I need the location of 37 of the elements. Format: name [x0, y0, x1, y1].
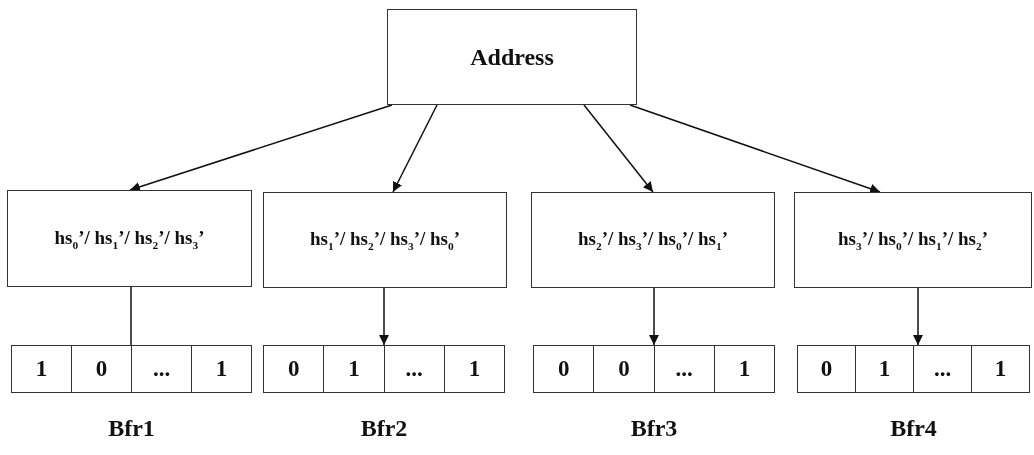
array-label: Bfr1 [108, 415, 155, 442]
bit-cell: 1 [713, 346, 774, 392]
bit-cell-text: 0 [286, 355, 301, 383]
arrow [379, 287, 389, 346]
hash-function-box: hs$_{1}$’/ hs$_{2}$’/ hs$_{3}$’/ hs$_{0}$’ [263, 192, 507, 288]
hash-function-box: hs$_{2}$’/ hs$_{3}$’/ hs$_{0}$’/ hs$_{1}$’ [531, 192, 775, 288]
bit-cell: ... [383, 346, 444, 392]
arrow [129, 104, 393, 192]
bit-cell-text: 0 [556, 355, 571, 383]
bit-cell-text: 0 [819, 355, 834, 383]
arrow [649, 287, 659, 346]
array-label: Bfr3 [630, 415, 678, 442]
bit-array [533, 345, 775, 393]
bit-cell: 0 [71, 346, 131, 392]
arrow [583, 104, 654, 193]
bit-cell: ... [913, 346, 971, 392]
arrow [392, 104, 438, 193]
array-label: Bfr2 [360, 415, 408, 442]
bit-cell: 1 [971, 346, 1029, 392]
connector-line [130, 286, 132, 346]
array-label: Bfr4 [890, 415, 937, 442]
hash-function-box: hs$_{3}$’/ hs$_{0}$’/ hs$_{1}$’/ hs$_{2}$’ [794, 192, 1032, 288]
input-box: Address [387, 9, 637, 105]
arrow [629, 104, 881, 194]
bit-cell: ... [131, 346, 191, 392]
bit-cell: 1 [855, 346, 913, 392]
bit-cell: ... [653, 346, 714, 392]
bit-cell: 0 [593, 346, 654, 392]
bit-array [797, 345, 1030, 393]
bit-array [263, 345, 505, 393]
arrow [913, 287, 923, 346]
bit-cell: 1 [443, 346, 504, 392]
hash-function-box: hs$_{0}$’/ hs$_{1}$’/ hs$_{2}$’/ hs$_{3}$’ [7, 190, 252, 287]
bit-cell: 1 [191, 346, 251, 392]
bit-cell: 1 [323, 346, 384, 392]
bit-array [11, 345, 252, 393]
bit-cell-text: 1 [34, 355, 49, 383]
